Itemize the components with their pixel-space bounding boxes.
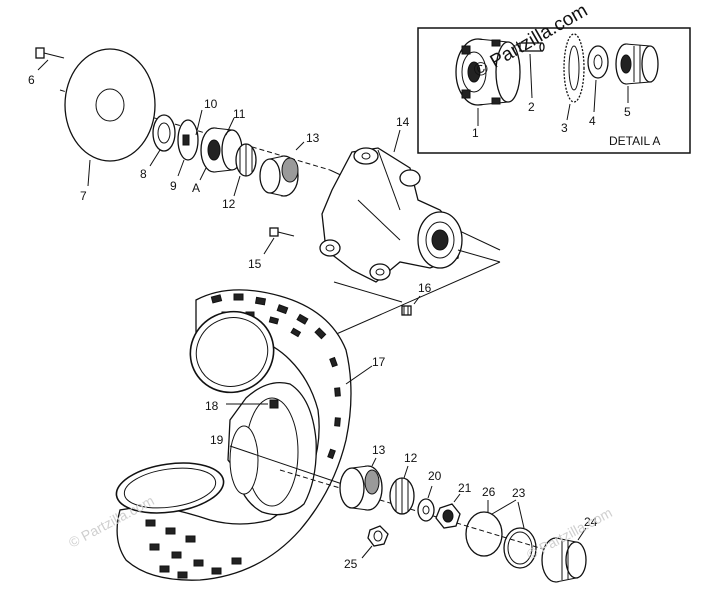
callout-26: 26 — [482, 485, 496, 499]
bearing-12-upper — [235, 143, 257, 177]
wheel-rim-19 — [227, 381, 317, 516]
callout-5: 5 — [624, 105, 631, 119]
castle-nut-21 — [435, 503, 461, 529]
callout-12: 12 — [222, 197, 236, 211]
plate-9 — [177, 119, 199, 161]
nut-16 — [401, 305, 412, 316]
callout-13: 13 — [306, 131, 320, 145]
detail-part-3 — [563, 33, 585, 103]
washer-20 — [417, 498, 435, 522]
callout-19: 19 — [210, 433, 224, 447]
snap-ring-23 — [503, 527, 537, 569]
callout-23: 23 — [512, 486, 526, 500]
detail-part-4 — [587, 45, 609, 79]
callout-10: 10 — [204, 97, 218, 111]
detail-part-1 — [455, 38, 521, 106]
race-13-upper — [259, 155, 299, 197]
detail-part-2 — [519, 42, 545, 52]
callout-17: 17 — [372, 355, 386, 369]
bearing-12-lower — [389, 477, 415, 515]
callout-3: 3 — [561, 121, 568, 135]
seal-ring-26 — [465, 511, 503, 557]
race-13-lower — [339, 465, 383, 511]
callout-8: 8 — [140, 167, 147, 181]
callout-25: 25 — [344, 557, 358, 571]
brake-disc-7 — [64, 48, 156, 162]
stud-15 — [269, 227, 295, 237]
callout-16: 16 — [418, 281, 432, 295]
seal-8 — [152, 114, 176, 152]
detail-a-inset: 1 2 3 4 5 DETAIL A — [417, 27, 691, 154]
callout-2: 2 — [528, 100, 535, 114]
callout-20: 20 — [428, 469, 442, 483]
callout-18: 18 — [205, 399, 219, 413]
callout-14: 14 — [396, 115, 410, 129]
hub-assembly-a — [200, 127, 243, 173]
callout-4: 4 — [589, 114, 596, 128]
nut-25 — [367, 525, 389, 547]
callout-24: 24 — [584, 515, 598, 529]
dust-cap-24 — [541, 537, 587, 583]
callout-7: 7 — [80, 189, 87, 203]
callout-11: 11 — [233, 107, 246, 121]
callout-6: 6 — [28, 73, 35, 87]
detail-part-5 — [615, 43, 659, 85]
detail-a-label: DETAIL A — [609, 134, 660, 148]
callout-13-lower: 13 — [372, 443, 386, 457]
callout-12-lower: 12 — [404, 451, 418, 465]
hub-housing-14 — [319, 147, 463, 283]
callout-9: 9 — [170, 179, 177, 193]
callout-1: 1 — [472, 126, 479, 140]
callout-21: 21 — [458, 481, 472, 495]
callout-15: 15 — [248, 257, 262, 271]
callout-a: A — [192, 181, 200, 195]
bolt-6 — [35, 47, 65, 59]
